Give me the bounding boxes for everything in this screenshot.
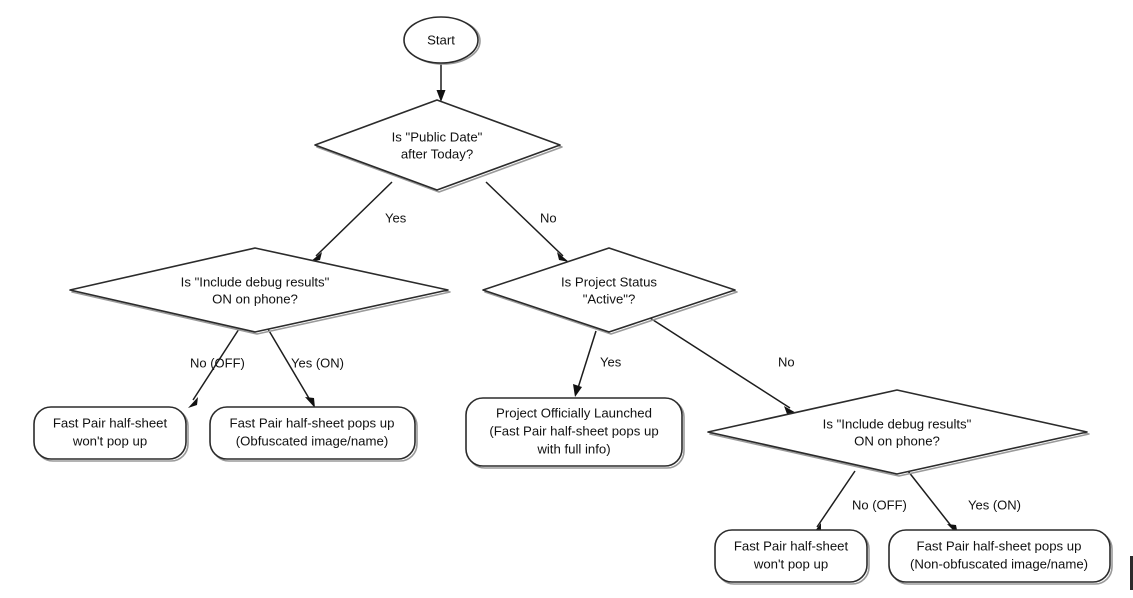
node-terminal-launched-line2: (Fast Pair half-sheet pops up: [489, 423, 658, 438]
edge-label-debug-right-on: Yes (ON): [968, 497, 1021, 512]
edge-label-project-status-yes: Yes: [600, 354, 622, 369]
arrow-head: [573, 384, 582, 397]
rounded-rect: [714, 529, 868, 583]
rounded-rect: [209, 406, 416, 460]
node-decision-debug-right-line2: ON on phone?: [854, 433, 940, 448]
node-terminal-left-off-line1: Fast Pair half-sheet: [53, 415, 168, 430]
edge-line: [577, 330, 597, 389]
node-decision-debug-right-line1: Is "Include debug results": [823, 416, 972, 431]
start-ellipse: [403, 16, 479, 64]
edge-line: [485, 181, 564, 257]
node-terminal-right-on-line2: (Non-obfuscated image/name): [910, 556, 1088, 571]
edge-line: [907, 470, 953, 528]
node-decision-debug-left-line2: ON on phone?: [212, 291, 298, 306]
node-terminal-right-off-line2: won't pop up: [753, 556, 828, 571]
edge-start-to-public-date: [436, 63, 446, 102]
edge-label-public-date-no: No: [540, 210, 557, 225]
edge-line: [649, 317, 791, 409]
node-terminal-left-off-line2: won't pop up: [72, 433, 147, 448]
node-decision-project-status-line2: "Active"?: [583, 291, 636, 306]
diamond-shape: [314, 99, 561, 191]
node-terminal-left-on[interactable]: Fast Pair half-sheet pops up (Obfuscated…: [209, 406, 418, 462]
node-decision-project-status[interactable]: Is Project Status "Active"?: [482, 247, 738, 335]
edge-debug-left-off: [188, 328, 240, 408]
node-decision-debug-left-line1: Is "Include debug results": [181, 274, 330, 289]
node-decision-debug-left[interactable]: Is "Include debug results" ON on phone?: [69, 247, 451, 335]
edge-line: [267, 328, 311, 401]
node-terminal-right-off-line1: Fast Pair half-sheet: [734, 538, 849, 553]
arrow-head: [188, 397, 198, 408]
edge-label-debug-left-off: No (OFF): [190, 355, 245, 370]
node-terminal-left-off[interactable]: Fast Pair half-sheet won't pop up: [33, 406, 189, 462]
node-start[interactable]: Start: [403, 16, 481, 65]
diamond-shape: [69, 247, 449, 333]
node-decision-debug-right[interactable]: Is "Include debug results" ON on phone?: [707, 389, 1090, 477]
node-decision-public-date-line1: Is "Public Date": [392, 129, 483, 144]
node-decision-public-date[interactable]: Is "Public Date" after Today?: [314, 99, 563, 193]
node-terminal-launched-line1: Project Officially Launched: [496, 405, 652, 420]
node-terminal-right-on[interactable]: Fast Pair half-sheet pops up (Non-obfusc…: [888, 529, 1113, 585]
node-terminal-left-on-line2: (Obfuscated image/name): [236, 433, 388, 448]
node-terminal-right-off[interactable]: Fast Pair half-sheet won't pop up: [714, 529, 870, 585]
edge-debug-right-on: [907, 470, 958, 535]
edge-label-public-date-yes: Yes: [385, 210, 407, 225]
node-terminal-left-on-line1: Fast Pair half-sheet pops up: [230, 415, 395, 430]
edge-debug-right-off: [812, 470, 856, 535]
edge-debug-left-on: [267, 328, 315, 408]
node-terminal-launched[interactable]: Project Officially Launched (Fast Pair h…: [465, 397, 685, 469]
arrow-head: [436, 90, 446, 102]
edge-line: [816, 470, 856, 528]
edge-public-date-no: [485, 181, 569, 262]
edge-label-debug-left-on: Yes (ON): [291, 355, 344, 370]
rounded-rect: [33, 406, 187, 460]
node-decision-project-status-line1: Is Project Status: [561, 274, 657, 289]
rounded-rect: [888, 529, 1111, 583]
edge-line: [315, 181, 393, 257]
edge-label-project-status-no: No: [778, 354, 795, 369]
edge-project-status-yes: [573, 330, 597, 397]
arrow-head: [310, 252, 322, 262]
arrow-head: [305, 397, 315, 408]
edge-label-debug-right-off: No (OFF): [852, 497, 907, 512]
rounded-rect: [465, 397, 683, 467]
edge-public-date-yes: [310, 181, 393, 265]
node-start-label: Start: [427, 32, 455, 47]
node-terminal-right-on-line1: Fast Pair half-sheet pops up: [917, 538, 1082, 553]
node-decision-public-date-line2: after Today?: [401, 146, 473, 161]
page-edge-mark: [1130, 556, 1133, 590]
edge-line: [192, 328, 240, 401]
diamond-shape: [707, 389, 1088, 475]
node-terminal-launched-line3: with full info): [536, 441, 610, 456]
diamond-shape: [482, 247, 736, 333]
arrow-head: [557, 252, 569, 262]
